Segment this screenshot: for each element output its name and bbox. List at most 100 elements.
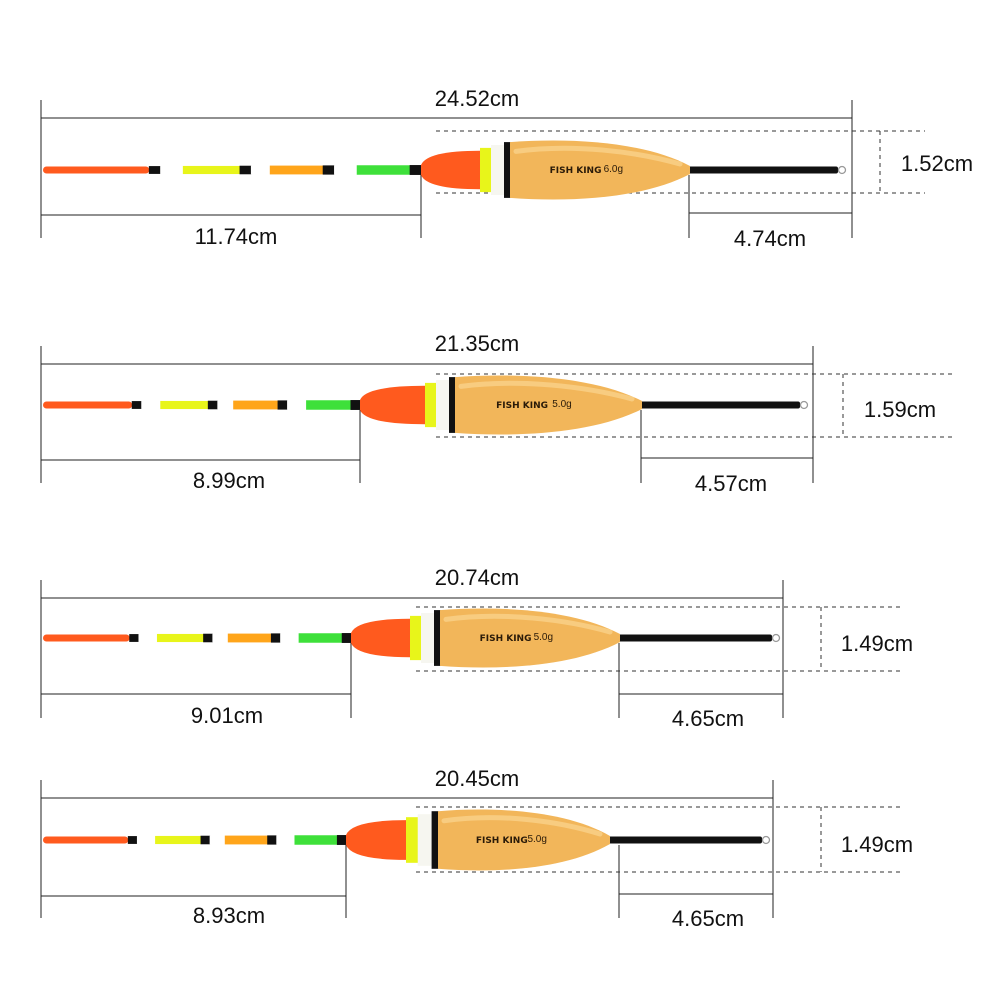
wood-highlight [443,613,613,635]
weight-label: 5.0g [552,399,571,410]
diameter-label: 1.49cm [841,832,913,857]
tail-length-label: 4.65cm [672,706,744,731]
body-ring [491,144,505,196]
tip-segment [322,165,335,175]
tip-segment [276,835,295,845]
tip-segment [277,400,288,410]
body-ring [431,811,439,869]
weight-label: 6.0g [604,164,623,175]
tip-segment [203,633,213,643]
stem [638,401,800,409]
float-2: FISH KING 5.0g 21.35cm 8.99cm 4.57cm 1.59cm [40,331,955,496]
body-ring [425,382,437,428]
tip-segment [306,400,351,410]
tip-segment [43,836,129,844]
tip-segment [138,634,158,642]
total-length-label: 20.74cm [435,565,519,590]
diameter-label: 1.49cm [841,631,913,656]
tip-segment [160,166,184,174]
tip-segment [160,400,209,410]
wood-highlight [513,145,683,167]
tip-segment [239,165,252,175]
tip-segment [233,400,279,410]
body-ring [406,817,419,863]
total-length-label: 20.45cm [435,766,519,791]
eye-ring [837,165,847,175]
tip-segment [136,836,156,844]
body-ring [504,142,511,198]
body-ring [434,610,441,666]
body-ring [449,377,456,433]
tip-segment [269,165,324,175]
brand-logo: FISH KING [480,634,532,644]
tip-segment [209,835,226,845]
total-length-label: 24.52cm [435,86,519,111]
tip-segment [227,633,272,643]
tip-length-label: 9.01cm [191,703,263,728]
tip-segment [341,633,352,643]
body-ring [421,612,435,664]
tip-segment [270,633,281,643]
diameter-label: 1.52cm [901,151,973,176]
tip-segment [43,401,133,409]
stem [686,166,838,174]
tail-length-label: 4.57cm [695,471,767,496]
stem [616,634,772,642]
tip-segment [250,165,271,175]
body-ring [480,147,492,193]
body-ring [417,814,433,866]
tip-segment [409,165,422,175]
brand-logo: FISH KING [476,836,528,846]
diameter-label: 1.59cm [864,397,936,422]
tip-segment [148,166,161,174]
body-ring [436,379,450,431]
tip-segment [356,165,411,175]
tip-segment [267,835,277,845]
weight-label: 5.0g [534,632,553,643]
tip-segment [129,634,139,642]
tip-segment [155,835,202,845]
stem [606,836,762,844]
orange-cone [421,150,480,190]
tip-segment [336,835,347,845]
tip-segment [131,401,142,409]
orange-cone [346,820,406,860]
tip-segment [287,400,307,410]
orange-cone [360,385,425,425]
weight-label: 5.0g [527,834,546,845]
tip-segment [350,400,361,410]
tail-length-label: 4.74cm [734,226,806,251]
body-ring [410,615,422,661]
eye-ring [799,400,809,410]
tip-segment [43,634,130,642]
tip-segment [224,835,268,845]
tip-segment [141,401,161,409]
brand-logo: FISH KING [550,166,602,176]
tip-segment [212,633,229,643]
tail-length-label: 4.65cm [672,906,744,931]
tip-segment [207,400,218,410]
tip-segment [334,165,358,175]
tip-segment [182,165,241,175]
wood-highlight [458,380,635,402]
orange-cone [351,618,410,658]
total-length-label: 21.35cm [435,331,519,356]
tip-segment [298,633,343,643]
tip-length-label: 8.93cm [193,903,265,928]
tip-segment [294,835,338,845]
tip-segment [43,166,150,174]
eye-ring [771,633,781,643]
brand-logo: FISH KING [496,401,548,411]
eye-ring [761,835,771,845]
tip-segment [156,633,204,643]
tip-segment [217,400,234,410]
tip-segment [200,835,211,845]
tip-length-label: 11.74cm [195,224,278,249]
tip-length-label: 8.99cm [193,468,265,493]
tip-segment [127,836,138,844]
